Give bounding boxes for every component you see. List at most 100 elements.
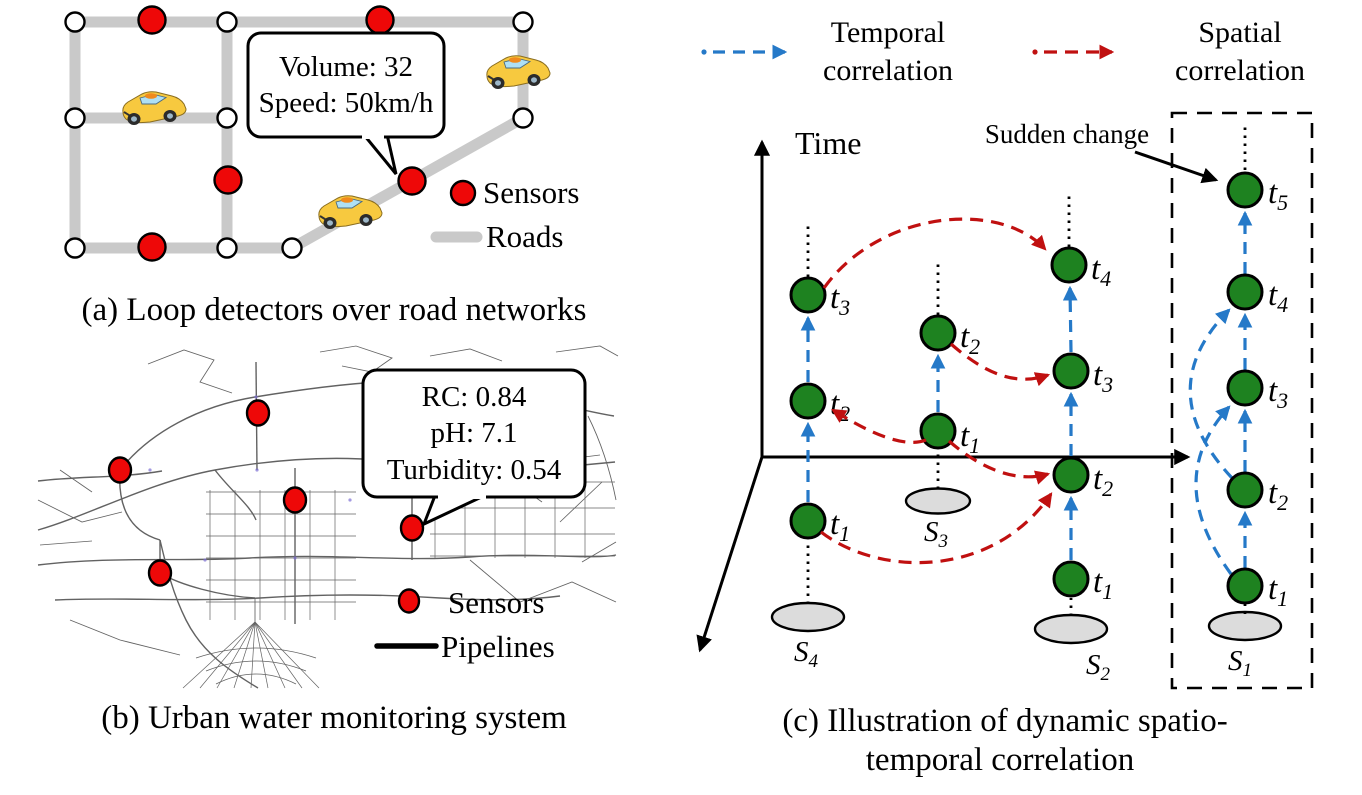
spatial-arrow-icon bbox=[1032, 49, 1038, 55]
sensor-label-s1: S1 bbox=[1228, 645, 1252, 681]
panel-c-spatio-temporal: Temporal correlation Spatial correlation… bbox=[696, 16, 1314, 778]
callout-rc: RC: 0.84 bbox=[422, 381, 527, 413]
temporal-arrow-icon bbox=[701, 49, 707, 55]
road-intersections bbox=[64, 11, 534, 259]
sensor-label-s3: S3 bbox=[924, 516, 948, 552]
svg-text:t3: t3 bbox=[830, 280, 850, 320]
intersection-node bbox=[216, 11, 238, 33]
intersection-node bbox=[216, 107, 238, 129]
legend-roads-label: Roads bbox=[486, 219, 564, 254]
svg-text:t1: t1 bbox=[1268, 571, 1288, 611]
reading-node bbox=[1052, 352, 1090, 390]
spatial-correlation-arcs bbox=[820, 217, 1053, 565]
intersection-node bbox=[64, 237, 86, 259]
sudden-change-label: Sudden change bbox=[985, 119, 1149, 149]
reading-node bbox=[1052, 560, 1090, 598]
loop-detector-sensors bbox=[137, 5, 427, 262]
reading-node bbox=[919, 314, 957, 352]
reading-node bbox=[789, 276, 827, 314]
sensor-marker bbox=[399, 514, 425, 542]
caption-b: (b) Urban water monitoring system bbox=[101, 700, 567, 736]
panel-a-legend: Sensors Roads bbox=[430, 175, 579, 254]
sensor-label-s2: S2 bbox=[1086, 649, 1111, 685]
reading-node bbox=[1226, 273, 1264, 311]
intersection-node bbox=[64, 107, 86, 129]
reading-node bbox=[1052, 456, 1090, 494]
depth-axis bbox=[696, 456, 764, 653]
sensor-label-s4: S4 bbox=[794, 636, 819, 672]
sensor-column-s3: t1 t2 S3 bbox=[904, 262, 980, 552]
legend-sensors-label: Sensors bbox=[483, 175, 579, 210]
intersection-node bbox=[281, 237, 303, 259]
taxi-car-icon bbox=[485, 54, 551, 90]
water-sensors bbox=[107, 399, 425, 587]
sensor-marker bbox=[137, 232, 167, 262]
sensor-marker bbox=[137, 5, 167, 35]
coordinate-axes: Time bbox=[696, 125, 1191, 653]
reading-node bbox=[789, 382, 827, 420]
temporal-correlation-legend: Temporal correlation bbox=[701, 16, 953, 87]
callout-speed: Speed: 50km/h bbox=[259, 87, 434, 119]
caption-c-line2: temporal correlation bbox=[866, 742, 1134, 778]
spatial-correlation-legend: Spatial correlation bbox=[1032, 16, 1305, 87]
svg-text:t1: t1 bbox=[1093, 564, 1113, 604]
sensor-marker bbox=[147, 559, 173, 587]
caption-c-line1: (c) Illustration of dynamic spatio- bbox=[782, 703, 1227, 739]
legend-spatial-line1: Spatial bbox=[1198, 16, 1281, 49]
sensor-marker bbox=[213, 165, 243, 195]
caption-a: (a) Loop detectors over road networks bbox=[82, 292, 587, 328]
reading-node bbox=[1050, 246, 1088, 284]
reading-node bbox=[1226, 471, 1264, 509]
callout-ph: pH: 7.1 bbox=[431, 417, 518, 449]
legend-temporal-line1: Temporal bbox=[831, 16, 946, 49]
svg-text:t2: t2 bbox=[830, 386, 850, 426]
sensor-marker bbox=[107, 456, 133, 484]
reading-node bbox=[1226, 567, 1264, 605]
svg-text:t2: t2 bbox=[1093, 461, 1113, 501]
svg-text:t2: t2 bbox=[1268, 475, 1288, 515]
intersection-node bbox=[512, 107, 534, 129]
time-axis-label: Time bbox=[795, 125, 861, 161]
traffic-callout: Volume: 32 Speed: 50km/h bbox=[246, 31, 446, 175]
callout-turbidity: Turbidity: 0.54 bbox=[387, 454, 562, 486]
svg-text:t1: t1 bbox=[960, 418, 980, 458]
sensor-marker bbox=[245, 399, 271, 427]
reading-node bbox=[1226, 369, 1264, 407]
legend-pipelines-label: Pipelines bbox=[441, 629, 555, 664]
panel-a-road-network: Volume: 32 Speed: 50km/h Sensors Roads (… bbox=[64, 5, 587, 328]
intersection-node bbox=[216, 237, 238, 259]
sensor-marker bbox=[397, 166, 427, 196]
sensor-marker bbox=[365, 5, 395, 35]
sensor-column-s1: t1 t2 t3 t4 t5 S1 bbox=[1188, 126, 1288, 681]
sensor-legend-icon bbox=[449, 179, 477, 207]
sensor-marker bbox=[282, 486, 308, 514]
reading-node bbox=[789, 502, 827, 540]
temporal-skip-arc bbox=[1188, 308, 1234, 480]
sensor-column-s2: t1 t2 t3 t4 S2 bbox=[1033, 196, 1113, 685]
water-quality-callout: RC: 0.84 pH: 7.1 Turbidity: 0.54 bbox=[361, 368, 587, 527]
svg-text:t3: t3 bbox=[1093, 357, 1113, 397]
sudden-change-box bbox=[1170, 111, 1314, 690]
reading-node bbox=[919, 412, 957, 450]
legend-sensors-label: Sensors bbox=[448, 585, 544, 620]
intersection-node bbox=[512, 11, 534, 33]
temporal-skip-arc bbox=[1194, 405, 1233, 575]
svg-text:t3: t3 bbox=[1268, 373, 1288, 413]
sudden-change-arrow bbox=[1134, 150, 1219, 184]
svg-text:t4: t4 bbox=[1268, 277, 1288, 317]
svg-text:t1: t1 bbox=[830, 506, 850, 546]
reading-node bbox=[1226, 171, 1264, 209]
sensor-column-s4: t1 t2 t3 S4 bbox=[770, 224, 850, 672]
svg-text:t5: t5 bbox=[1268, 175, 1288, 215]
panel-b-legend: Sensors Pipelines bbox=[374, 585, 555, 664]
legend-temporal-line2: correlation bbox=[823, 54, 953, 87]
sensor-legend-icon bbox=[397, 588, 421, 614]
callout-volume: Volume: 32 bbox=[279, 51, 413, 83]
panel-b-water-network: RC: 0.84 pH: 7.1 Turbidity: 0.54 Sensors… bbox=[37, 345, 619, 736]
svg-text:t4: t4 bbox=[1091, 251, 1111, 291]
intersection-node bbox=[64, 11, 86, 33]
sudden-change-annotation: Sudden change bbox=[985, 119, 1219, 184]
svg-text:t2: t2 bbox=[960, 319, 980, 359]
